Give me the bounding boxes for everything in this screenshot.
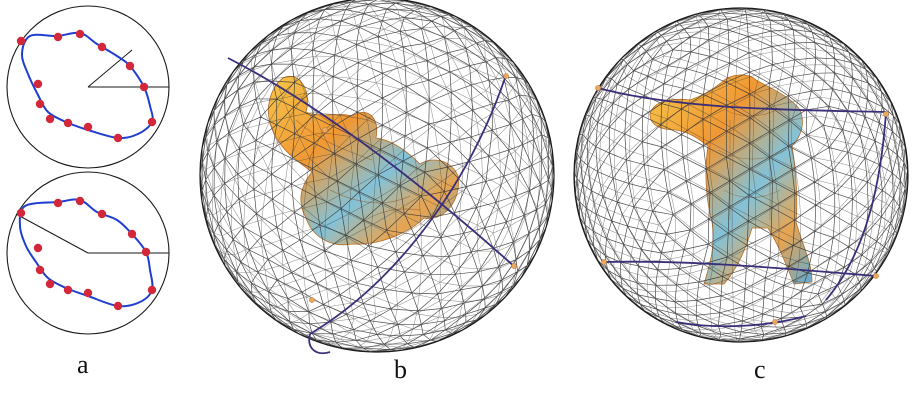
marker-dot <box>76 197 84 205</box>
marker-dot <box>98 43 106 51</box>
marker-dot <box>54 33 62 41</box>
marker-dot <box>46 115 54 123</box>
vertex-marker <box>772 319 777 324</box>
panel-b-diagram <box>200 0 554 353</box>
marker-dot <box>54 199 62 207</box>
a-top-markers <box>17 30 156 142</box>
marker-dot <box>126 62 134 70</box>
vertex-marker <box>601 259 606 264</box>
panel-a-bottom-diagram <box>7 172 169 334</box>
marker-dot <box>17 209 25 217</box>
marker-dot <box>148 286 156 294</box>
marker-dot <box>76 30 84 38</box>
marker-dot <box>36 266 44 274</box>
marker-dot <box>98 210 106 218</box>
panel-label-b: b <box>394 357 407 383</box>
marker-dot <box>64 119 72 127</box>
marker-dot <box>148 118 156 126</box>
panel-label-a: a <box>77 352 89 378</box>
panel-c-diagram <box>574 8 908 342</box>
marker-dot <box>142 248 150 256</box>
vertex-marker <box>503 73 508 78</box>
panel-a-top-diagram <box>7 6 169 168</box>
a-top-radial-segment <box>88 50 132 87</box>
marker-dot <box>84 289 92 297</box>
marker-dot <box>128 230 136 238</box>
marker-dot <box>46 280 54 288</box>
panel-label-c: c <box>754 357 766 383</box>
vertex-marker <box>873 273 878 278</box>
marker-dot <box>114 134 122 142</box>
marker-dot <box>17 37 25 45</box>
vertex-marker <box>883 111 888 116</box>
marker-dot <box>36 100 44 108</box>
b-wireframe-mesh <box>200 0 554 352</box>
marker-dot <box>84 123 92 131</box>
vertex-marker <box>595 85 600 90</box>
marker-dot <box>114 302 122 310</box>
vertex-marker <box>309 297 314 302</box>
marker-dot <box>34 244 42 252</box>
marker-dot <box>140 83 148 91</box>
marker-dot <box>64 286 72 294</box>
vertex-marker <box>322 127 327 132</box>
marker-dot <box>34 80 42 88</box>
vertex-marker <box>511 263 516 268</box>
